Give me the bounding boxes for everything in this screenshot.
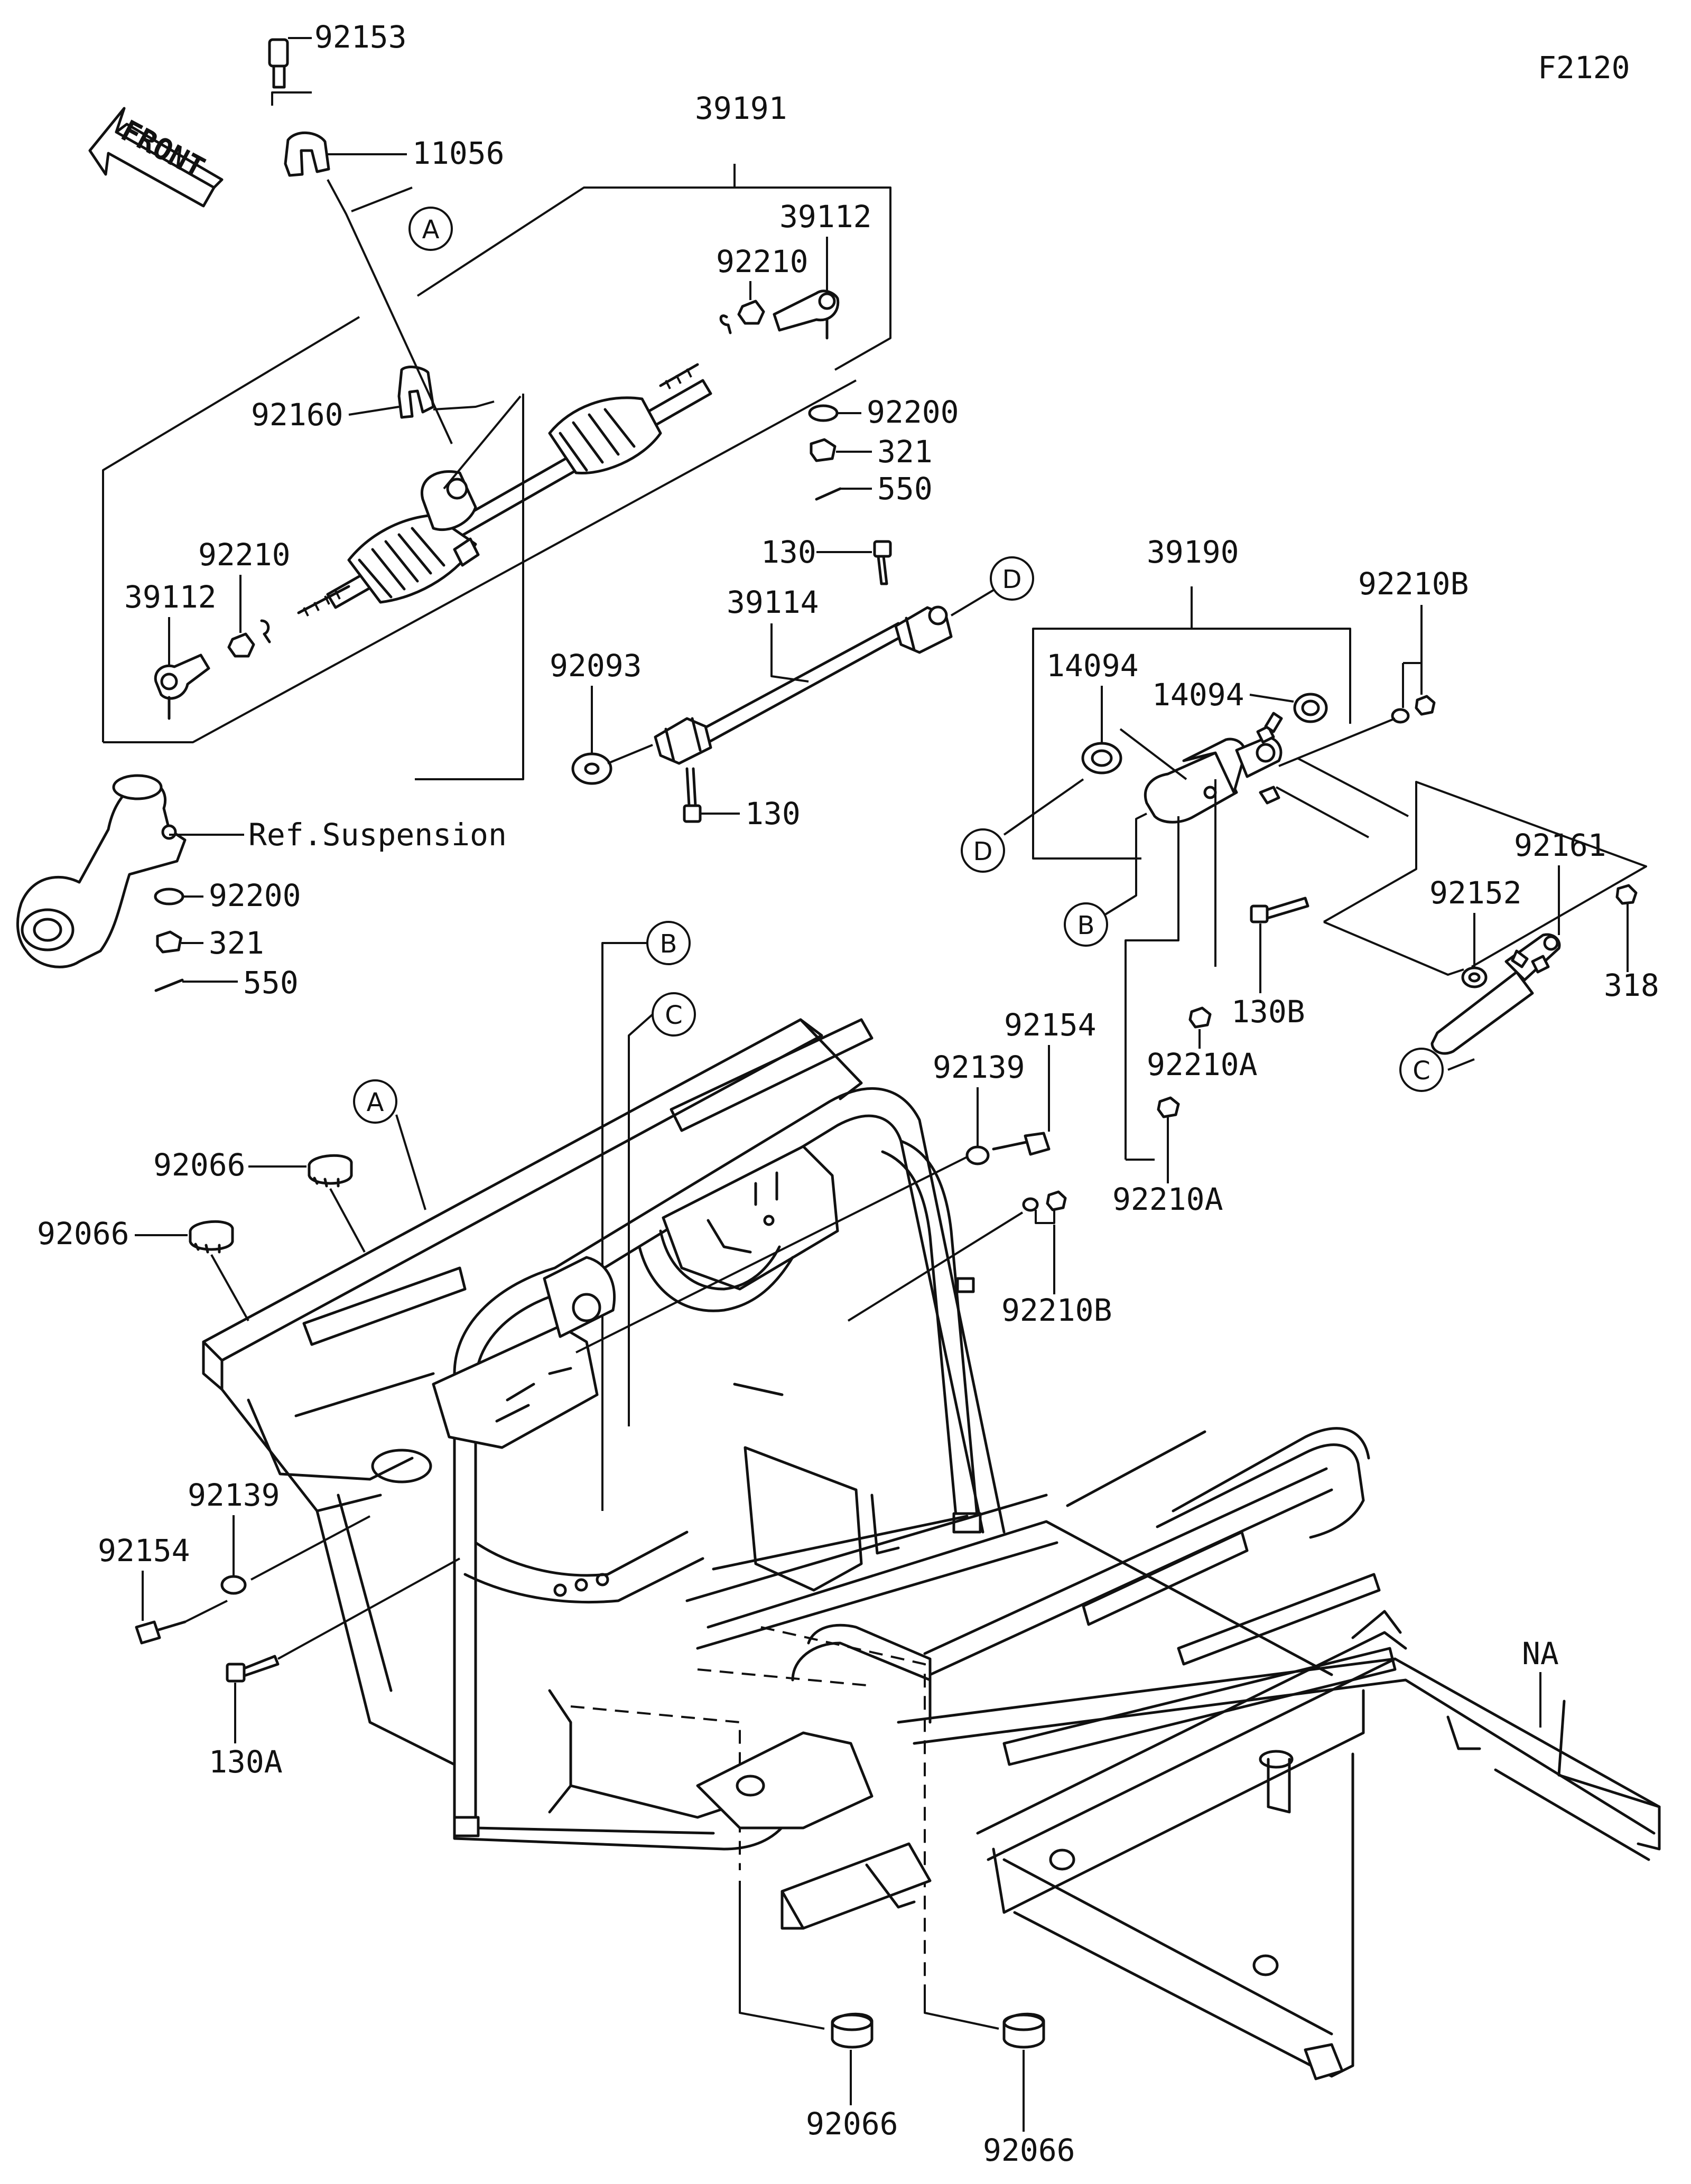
callout-b-frame: B [646,921,691,965]
label-550-left: 550 [243,965,299,1001]
callout-b-unit: B [1064,902,1108,947]
label-321-left: 321 [209,925,264,961]
callout-a-frame: A [353,1079,397,1124]
label-39190: 39190 [1147,534,1239,570]
label-39112-left: 39112 [124,579,217,615]
callout-c-damper: C [1399,1048,1444,1092]
label-92066-c: 92066 [806,2106,898,2142]
label-92161: 92161 [1514,827,1606,863]
svg-text:C: C [665,1001,683,1030]
label-92200-left: 92200 [209,878,301,913]
svg-text:A: A [367,1088,384,1117]
label-92210B-bottom: 92210B [1001,1292,1112,1328]
power-steering-unit [1003,586,1436,1161]
callout-markers: A D D B C B C A [353,207,1444,1124]
label-92154-left: 92154 [98,1533,190,1569]
label-14094-right: 14094 [1152,677,1244,713]
callout-a-top: A [408,207,453,251]
part-number-labels: 92153 11056 39191 39112 92210 92200 321 … [37,19,1659,2168]
callout-c-frame: C [652,992,696,1037]
label-92160: 92160 [251,397,343,433]
label-92210A-upper: 92210A [1147,1047,1258,1082]
label-14094-left: 14094 [1046,648,1139,684]
svg-text:D: D [1002,565,1022,594]
label-92066-b: 92066 [37,1216,129,1252]
label-39191: 39191 [695,90,787,126]
label-92200-right: 92200 [867,394,959,430]
label-130-top: 130 [761,534,816,570]
steering-damper [1157,781,1647,1118]
label-92153: 92153 [314,19,407,55]
label-92066-d: 92066 [983,2132,1075,2168]
svg-text:C: C [1413,1056,1430,1086]
label-39114: 39114 [727,584,819,620]
label-130-mid: 130 [745,796,801,832]
svg-text:B: B [660,929,677,959]
frame-fasteners [135,1132,1067,2049]
callout-d-unit: D [961,828,1005,873]
label-321-right: 321 [877,434,933,470]
front-arrow-icon: FRONT [88,107,224,208]
label-11056: 11056 [412,135,505,171]
label-ref-suspension: Ref.Suspension [248,817,507,853]
label-550-right: 550 [877,471,933,507]
callout-d-shaft: D [990,556,1034,601]
label-92139-left: 92139 [188,1477,280,1513]
label-92093: 92093 [550,648,642,684]
figure-code: F2120 [1538,50,1630,86]
label-39112-right: 39112 [779,199,872,235]
label-92152: 92152 [1429,875,1522,911]
label-130A: 130A [209,1744,283,1780]
label-318: 318 [1604,967,1659,1003]
steering-rack-assembly [16,38,891,992]
svg-text:B: B [1077,911,1095,940]
label-130B: 130B [1231,994,1305,1030]
label-92210-left: 92210 [198,537,291,573]
label-92210-right: 92210 [716,244,809,279]
label-92210B-top: 92210B [1358,566,1469,602]
label-NA: NA [1522,1636,1559,1672]
vehicle-frame [202,1018,1661,2080]
svg-text:D: D [973,837,993,866]
label-92210A-lower: 92210A [1112,1181,1223,1217]
label-92154-right: 92154 [1004,1007,1097,1043]
svg-text:A: A [422,215,440,245]
label-92139-right: 92139 [933,1049,1025,1085]
label-92066-a: 92066 [153,1147,246,1183]
